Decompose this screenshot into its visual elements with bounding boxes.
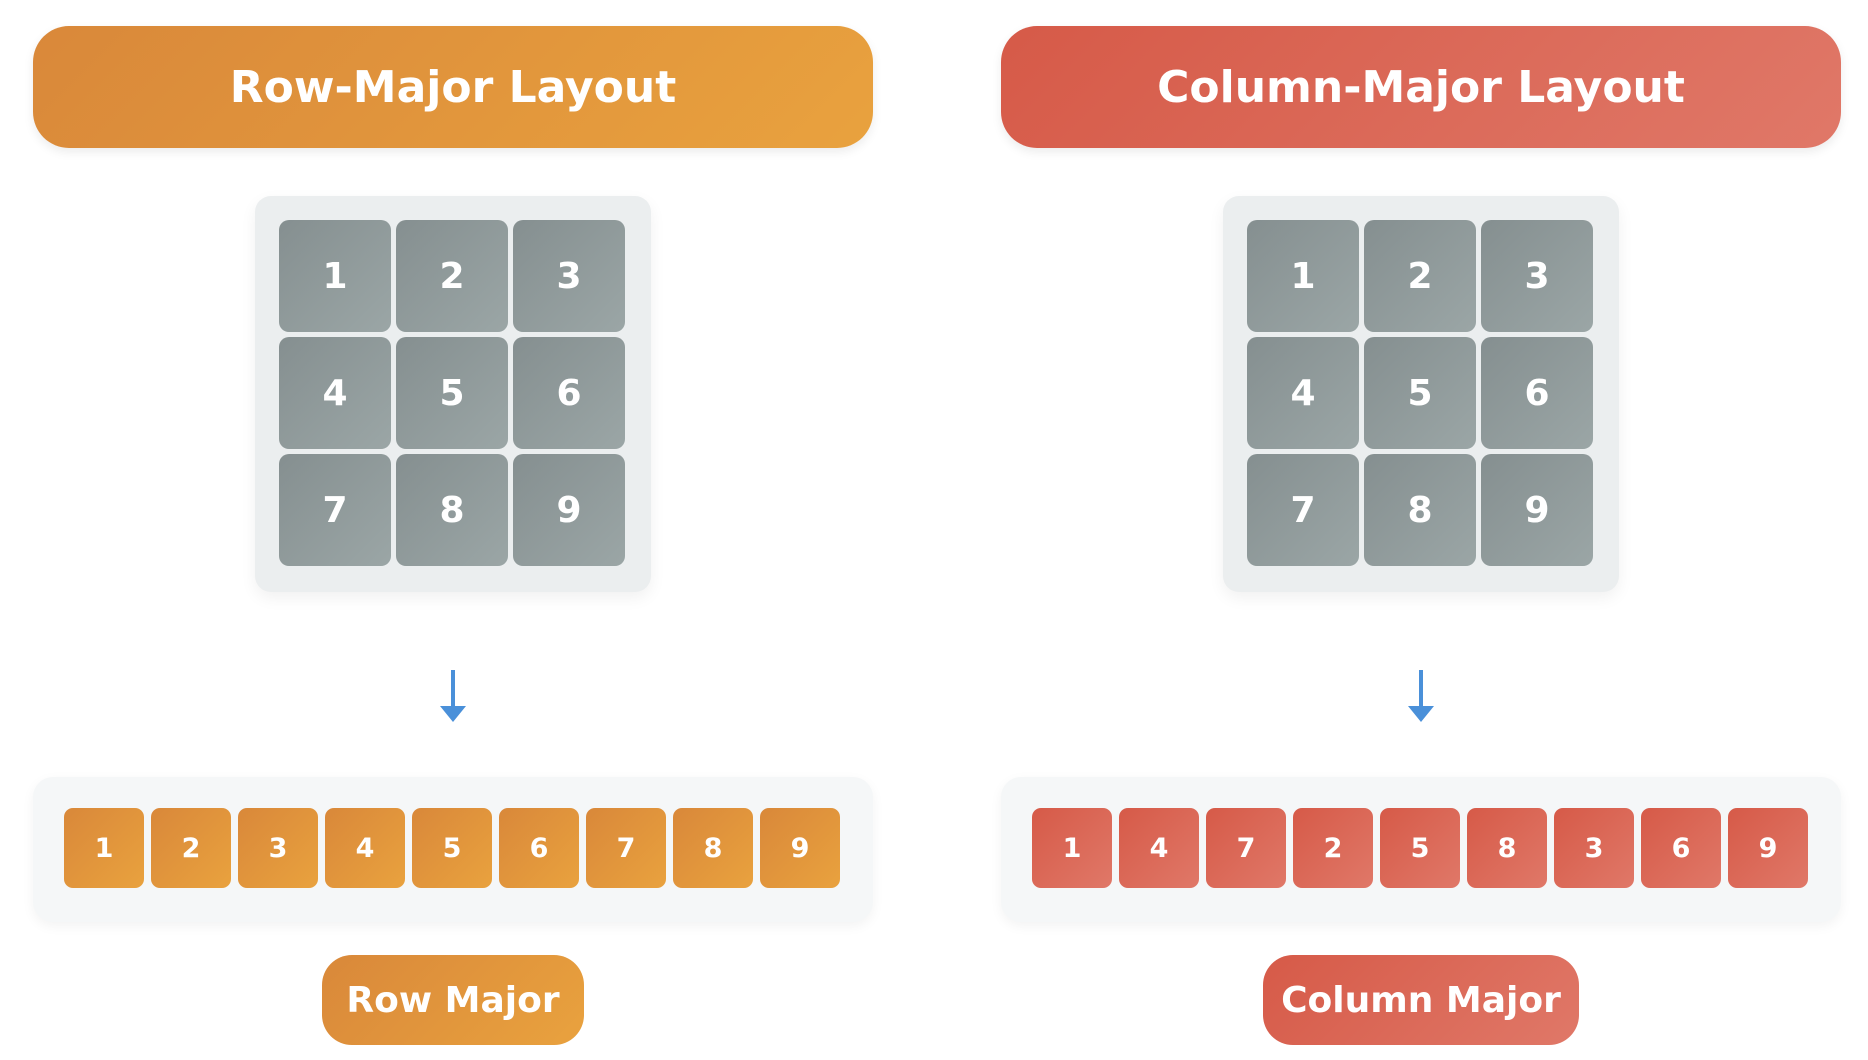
memory-cell: 5 — [412, 808, 492, 888]
memory-cell: 8 — [673, 808, 753, 888]
memory-cell: 9 — [760, 808, 840, 888]
column-major-memory: 1 4 7 2 5 8 3 6 9 — [1001, 777, 1841, 922]
matrix-cell: 8 — [1364, 454, 1476, 566]
row-major-memory: 1 2 3 4 5 6 7 8 9 — [33, 777, 873, 922]
matrix-cell: 5 — [396, 337, 508, 449]
matrix-cell: 2 — [396, 220, 508, 332]
arrow-down-icon — [440, 670, 466, 722]
matrix-cell: 4 — [1247, 337, 1359, 449]
memory-cell: 2 — [151, 808, 231, 888]
matrix-cell: 6 — [513, 337, 625, 449]
matrix-cell: 9 — [513, 454, 625, 566]
matrix-cell: 3 — [1481, 220, 1593, 332]
memory-cell: 5 — [1380, 808, 1460, 888]
row-major-badge: Row Major — [322, 955, 584, 1045]
matrix-cell: 9 — [1481, 454, 1593, 566]
memory-items: 1 4 7 2 5 8 3 6 9 — [1032, 808, 1808, 888]
column-major-title: Column-Major Layout — [1001, 26, 1841, 148]
memory-cell: 4 — [1119, 808, 1199, 888]
matrix-cell: 3 — [513, 220, 625, 332]
row-major-matrix: 1 2 3 4 5 6 7 8 9 — [255, 196, 651, 592]
matrix-cell: 7 — [279, 454, 391, 566]
matrix-cell: 6 — [1481, 337, 1593, 449]
column-major-badge: Column Major — [1263, 955, 1579, 1045]
row-major-title: Row-Major Layout — [33, 26, 873, 148]
row-major-panel: Row-Major Layout 1 2 3 4 5 6 7 8 9 1 2 3… — [33, 0, 873, 1060]
matrix-cell: 1 — [279, 220, 391, 332]
matrix-grid: 1 2 3 4 5 6 7 8 9 — [279, 220, 625, 566]
memory-cell: 4 — [325, 808, 405, 888]
memory-cell: 6 — [1641, 808, 1721, 888]
matrix-cell: 7 — [1247, 454, 1359, 566]
column-major-panel: Column-Major Layout 1 2 3 4 5 6 7 8 9 1 … — [1001, 0, 1841, 1060]
memory-cell: 7 — [586, 808, 666, 888]
memory-cell: 6 — [499, 808, 579, 888]
memory-cell: 2 — [1293, 808, 1373, 888]
matrix-cell: 8 — [396, 454, 508, 566]
matrix-grid: 1 2 3 4 5 6 7 8 9 — [1247, 220, 1593, 566]
matrix-cell: 5 — [1364, 337, 1476, 449]
memory-cell: 1 — [1032, 808, 1112, 888]
arrow-down-icon — [1408, 670, 1434, 722]
column-major-matrix: 1 2 3 4 5 6 7 8 9 — [1223, 196, 1619, 592]
memory-items: 1 2 3 4 5 6 7 8 9 — [64, 808, 840, 888]
memory-cell: 8 — [1467, 808, 1547, 888]
matrix-cell: 4 — [279, 337, 391, 449]
matrix-cell: 2 — [1364, 220, 1476, 332]
matrix-cell: 1 — [1247, 220, 1359, 332]
memory-cell: 9 — [1728, 808, 1808, 888]
memory-cell: 1 — [64, 808, 144, 888]
memory-cell: 3 — [238, 808, 318, 888]
memory-cell: 7 — [1206, 808, 1286, 888]
memory-cell: 3 — [1554, 808, 1634, 888]
